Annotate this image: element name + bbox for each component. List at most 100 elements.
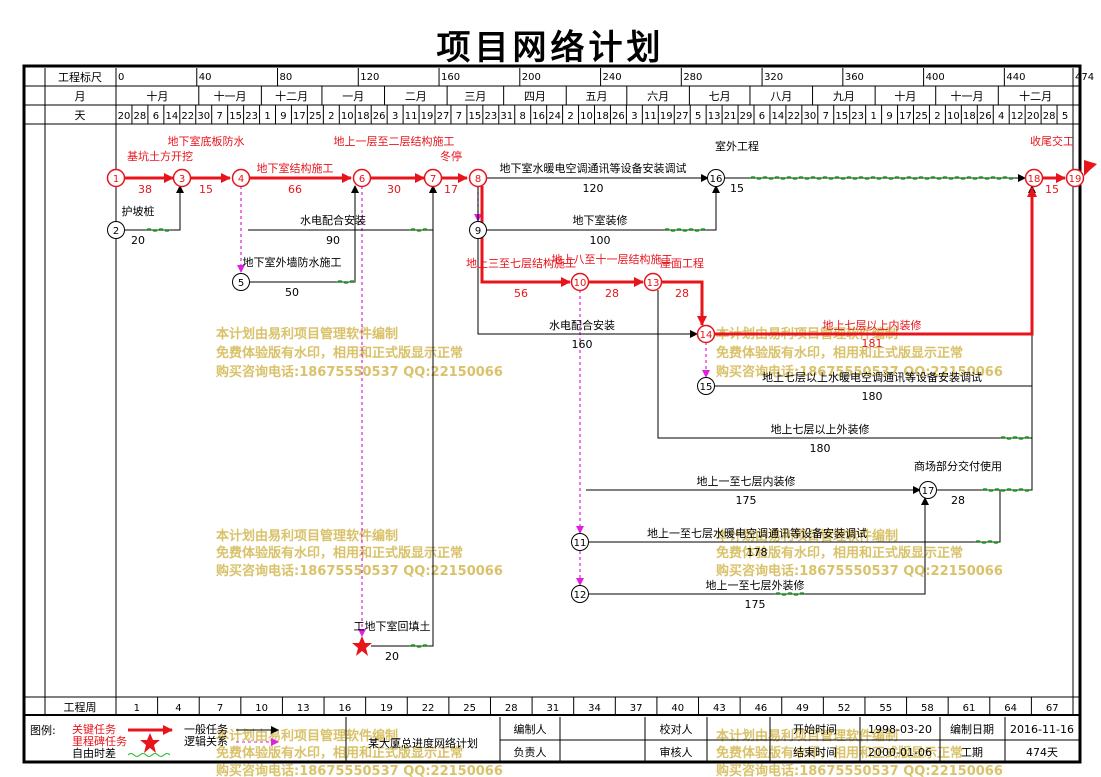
day-label: 28 xyxy=(1043,111,1056,122)
float-17-18 xyxy=(981,488,1031,492)
day-label: 19 xyxy=(660,111,673,122)
task-name: 地上八至十一层结构施工 xyxy=(552,252,673,266)
milestone-star-icon xyxy=(352,636,372,656)
task-name: 收尾交工 xyxy=(1030,134,1074,148)
node-circle xyxy=(172,168,192,188)
day-label: 20 xyxy=(1027,111,1040,122)
scale-tick-label: 320 xyxy=(764,72,783,83)
day-label: 12 xyxy=(1011,111,1024,122)
day-label: 7 xyxy=(823,111,829,122)
day-label: 3 xyxy=(631,111,637,122)
task-name: 水电配合安装 xyxy=(300,213,366,227)
month-label: 五月 xyxy=(586,90,608,103)
day-label: 27 xyxy=(437,111,450,122)
task-name: 地下室底板防水 xyxy=(168,134,245,148)
watermark-line2: 免费体验版有水印，相用和正式版显示正常 xyxy=(216,345,463,361)
scale-tick-label: 120 xyxy=(360,72,379,83)
node-label: 19 xyxy=(1069,174,1082,185)
month-label: 九月 xyxy=(833,90,855,103)
day-label: 10 xyxy=(947,111,960,122)
watermark-line2: 免费体验版有水印，相用和正式版显示正常 xyxy=(216,545,463,561)
project-name: 某大厦总进度网络计划 xyxy=(368,736,478,750)
watermark-line1: 本计划由易利项目管理软件编制 xyxy=(216,326,398,342)
outer-frame xyxy=(22,64,1082,764)
task-name: 冬停 xyxy=(440,149,462,163)
day-label: 6 xyxy=(759,111,765,122)
scale-tick-label: 200 xyxy=(522,72,541,83)
week-label: 58 xyxy=(921,703,934,714)
day-label: 30 xyxy=(197,111,210,122)
reviewer-label: 审核人 xyxy=(660,745,693,759)
scale-tick-label: 240 xyxy=(603,72,622,83)
day-label: 1 xyxy=(870,111,876,122)
day-label: 24 xyxy=(548,111,561,122)
task-duration: 30 xyxy=(387,183,401,196)
scale-tick-label: 474 xyxy=(1075,72,1094,83)
task-line-9-16 xyxy=(486,185,720,231)
day-label: 25 xyxy=(309,111,322,122)
task-name: 护坡桩 xyxy=(122,204,155,218)
day-label: 23 xyxy=(851,111,864,122)
task-line-13-18 xyxy=(657,290,1032,439)
node-label: 15 xyxy=(700,382,713,393)
day-label: 22 xyxy=(181,111,194,122)
float-12-17 xyxy=(774,592,806,596)
watermark-line3: 购买咨询电话:18675550537 QQ:22150066 xyxy=(716,763,1003,777)
day-label: 26 xyxy=(373,111,386,122)
day-label: 16 xyxy=(532,111,545,122)
node-label: 8 xyxy=(475,174,481,185)
watermark-line3: 购买咨询电话:18675550537 QQ:22150066 xyxy=(216,364,503,380)
node-circle xyxy=(468,168,488,188)
day-label: 9 xyxy=(280,111,286,122)
float-16-18 xyxy=(749,176,1015,180)
task-duration: 180 xyxy=(810,442,831,455)
week-label: 52 xyxy=(838,703,851,714)
day-label: 17 xyxy=(899,111,912,122)
node-circle xyxy=(696,324,716,344)
week-label: 28 xyxy=(505,703,518,714)
legend-float-label: 自由时差 xyxy=(72,746,116,760)
watermark-line2: 免费体验版有水印，相用和正式版显示正常 xyxy=(716,745,963,761)
month-label: 七月 xyxy=(709,90,731,103)
watermark-line2: 免费体验版有水印，相用和正式版显示正常 xyxy=(216,745,463,761)
task-name: 地上一至七层外装修 xyxy=(706,578,805,592)
task-name: 地下室结构施工 xyxy=(257,161,334,175)
week-label: 46 xyxy=(755,703,768,714)
week-label: 4 xyxy=(175,703,181,714)
task-line-13-14 xyxy=(662,280,707,326)
scale-tick-label: 280 xyxy=(683,72,702,83)
task-duration: 50 xyxy=(285,286,299,299)
node-label: 16 xyxy=(710,174,723,185)
day-label: 22 xyxy=(788,111,801,122)
task-duration: 20 xyxy=(131,234,145,247)
scale-tick-label: 0 xyxy=(118,72,124,83)
watermark-line2: 免费体验版有水印，相用和正式版显示正常 xyxy=(716,545,963,561)
task-duration: 175 xyxy=(736,494,757,507)
node-circle xyxy=(232,273,250,291)
week-label: 7 xyxy=(217,703,223,714)
node-label: 5 xyxy=(238,278,244,289)
week-label: 49 xyxy=(796,703,809,714)
month-label: 二月 xyxy=(405,90,427,103)
week-label: 55 xyxy=(879,703,892,714)
week-label: 10 xyxy=(255,703,268,714)
day-label: 15 xyxy=(469,111,482,122)
day-row-label: 天 xyxy=(75,109,86,122)
watermark-group: 本计划由易利项目管理软件编制 免费体验版有水印，相用和正式版显示正常 购买咨询电… xyxy=(216,326,1003,777)
watermark-line3: 购买咨询电话:18675550537 QQ:22150066 xyxy=(716,364,1003,380)
task-name: 地上七层以上外装修 xyxy=(771,422,870,436)
node-label: 10 xyxy=(574,278,587,289)
day-label: 26 xyxy=(979,111,992,122)
day-label: 13 xyxy=(708,111,721,122)
day-label: 18 xyxy=(963,111,976,122)
scale-row-label: 工程标尺 xyxy=(58,70,102,84)
scale-tick-label: 440 xyxy=(1006,72,1025,83)
legend-milestone-label: 里程碑任务 xyxy=(72,735,127,748)
task-duration: 28 xyxy=(951,494,965,507)
month-label: 六月 xyxy=(647,90,669,103)
node-circle xyxy=(423,168,443,188)
task-name: 水电配合安装 xyxy=(549,318,615,332)
month-label: 一月 xyxy=(342,90,364,103)
duration-label: 工期 xyxy=(961,746,983,759)
